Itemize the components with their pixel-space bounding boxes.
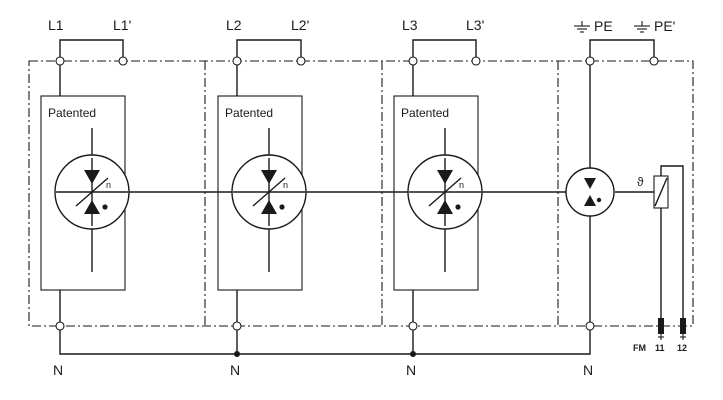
terminal-l1 bbox=[55, 56, 65, 66]
label-n3: N bbox=[406, 362, 416, 378]
label-n4: N bbox=[583, 362, 593, 378]
jumper-l2 bbox=[236, 39, 302, 61]
junction-dot bbox=[234, 351, 240, 357]
terminal-n2 bbox=[232, 321, 242, 331]
label-l1p: L1' bbox=[113, 17, 131, 33]
label-n2: N bbox=[230, 362, 240, 378]
label-l2p: L2' bbox=[291, 17, 309, 33]
fm-contacts bbox=[658, 318, 686, 340]
varistor-2: n bbox=[231, 128, 307, 272]
varistor-var-label-3: n bbox=[459, 180, 464, 190]
thermal-switch bbox=[653, 165, 684, 322]
label-n1: N bbox=[53, 362, 63, 378]
jumper-l1 bbox=[59, 39, 124, 61]
label-l2: L2 bbox=[226, 17, 242, 33]
terminal-pep bbox=[649, 56, 659, 66]
varistor-1: n bbox=[54, 128, 130, 272]
terminal-n1 bbox=[55, 321, 65, 331]
label-l1: L1 bbox=[48, 17, 64, 33]
module-enclosure bbox=[28, 60, 694, 327]
terminal-l3 bbox=[408, 56, 418, 66]
label-pep: PE' bbox=[654, 18, 675, 34]
terminal-n3 bbox=[408, 321, 418, 331]
jumper-l3 bbox=[412, 39, 477, 61]
spark-gap bbox=[565, 65, 615, 322]
label-fm: FM bbox=[633, 343, 646, 353]
patented-label-2: Patented bbox=[225, 106, 273, 120]
terminal-l3p bbox=[471, 56, 481, 66]
terminal-l2p bbox=[296, 56, 306, 66]
label-terminal-12: 12 bbox=[677, 343, 687, 353]
varistor-var-label-2: n bbox=[283, 180, 288, 190]
neutral-bus bbox=[59, 330, 591, 355]
earth-icon bbox=[574, 21, 590, 33]
label-l3p: L3' bbox=[466, 17, 484, 33]
thermal-symbol: ϑ bbox=[637, 175, 644, 189]
label-terminal-11: 11 bbox=[655, 343, 665, 353]
label-l3: L3 bbox=[402, 17, 418, 33]
varistor-var-label-1: n bbox=[106, 180, 111, 190]
patented-label-1: Patented bbox=[48, 106, 96, 120]
label-pe: PE bbox=[594, 18, 613, 34]
terminal-pe bbox=[585, 56, 595, 66]
varistor-3: n bbox=[407, 128, 483, 272]
earth-icon bbox=[634, 21, 650, 33]
jumper-pe bbox=[589, 39, 655, 61]
terminal-l2 bbox=[232, 56, 242, 66]
patented-label-3: Patented bbox=[401, 106, 449, 120]
terminal-n4 bbox=[585, 321, 595, 331]
junction-dot bbox=[410, 351, 416, 357]
terminal-l1p bbox=[118, 56, 128, 66]
